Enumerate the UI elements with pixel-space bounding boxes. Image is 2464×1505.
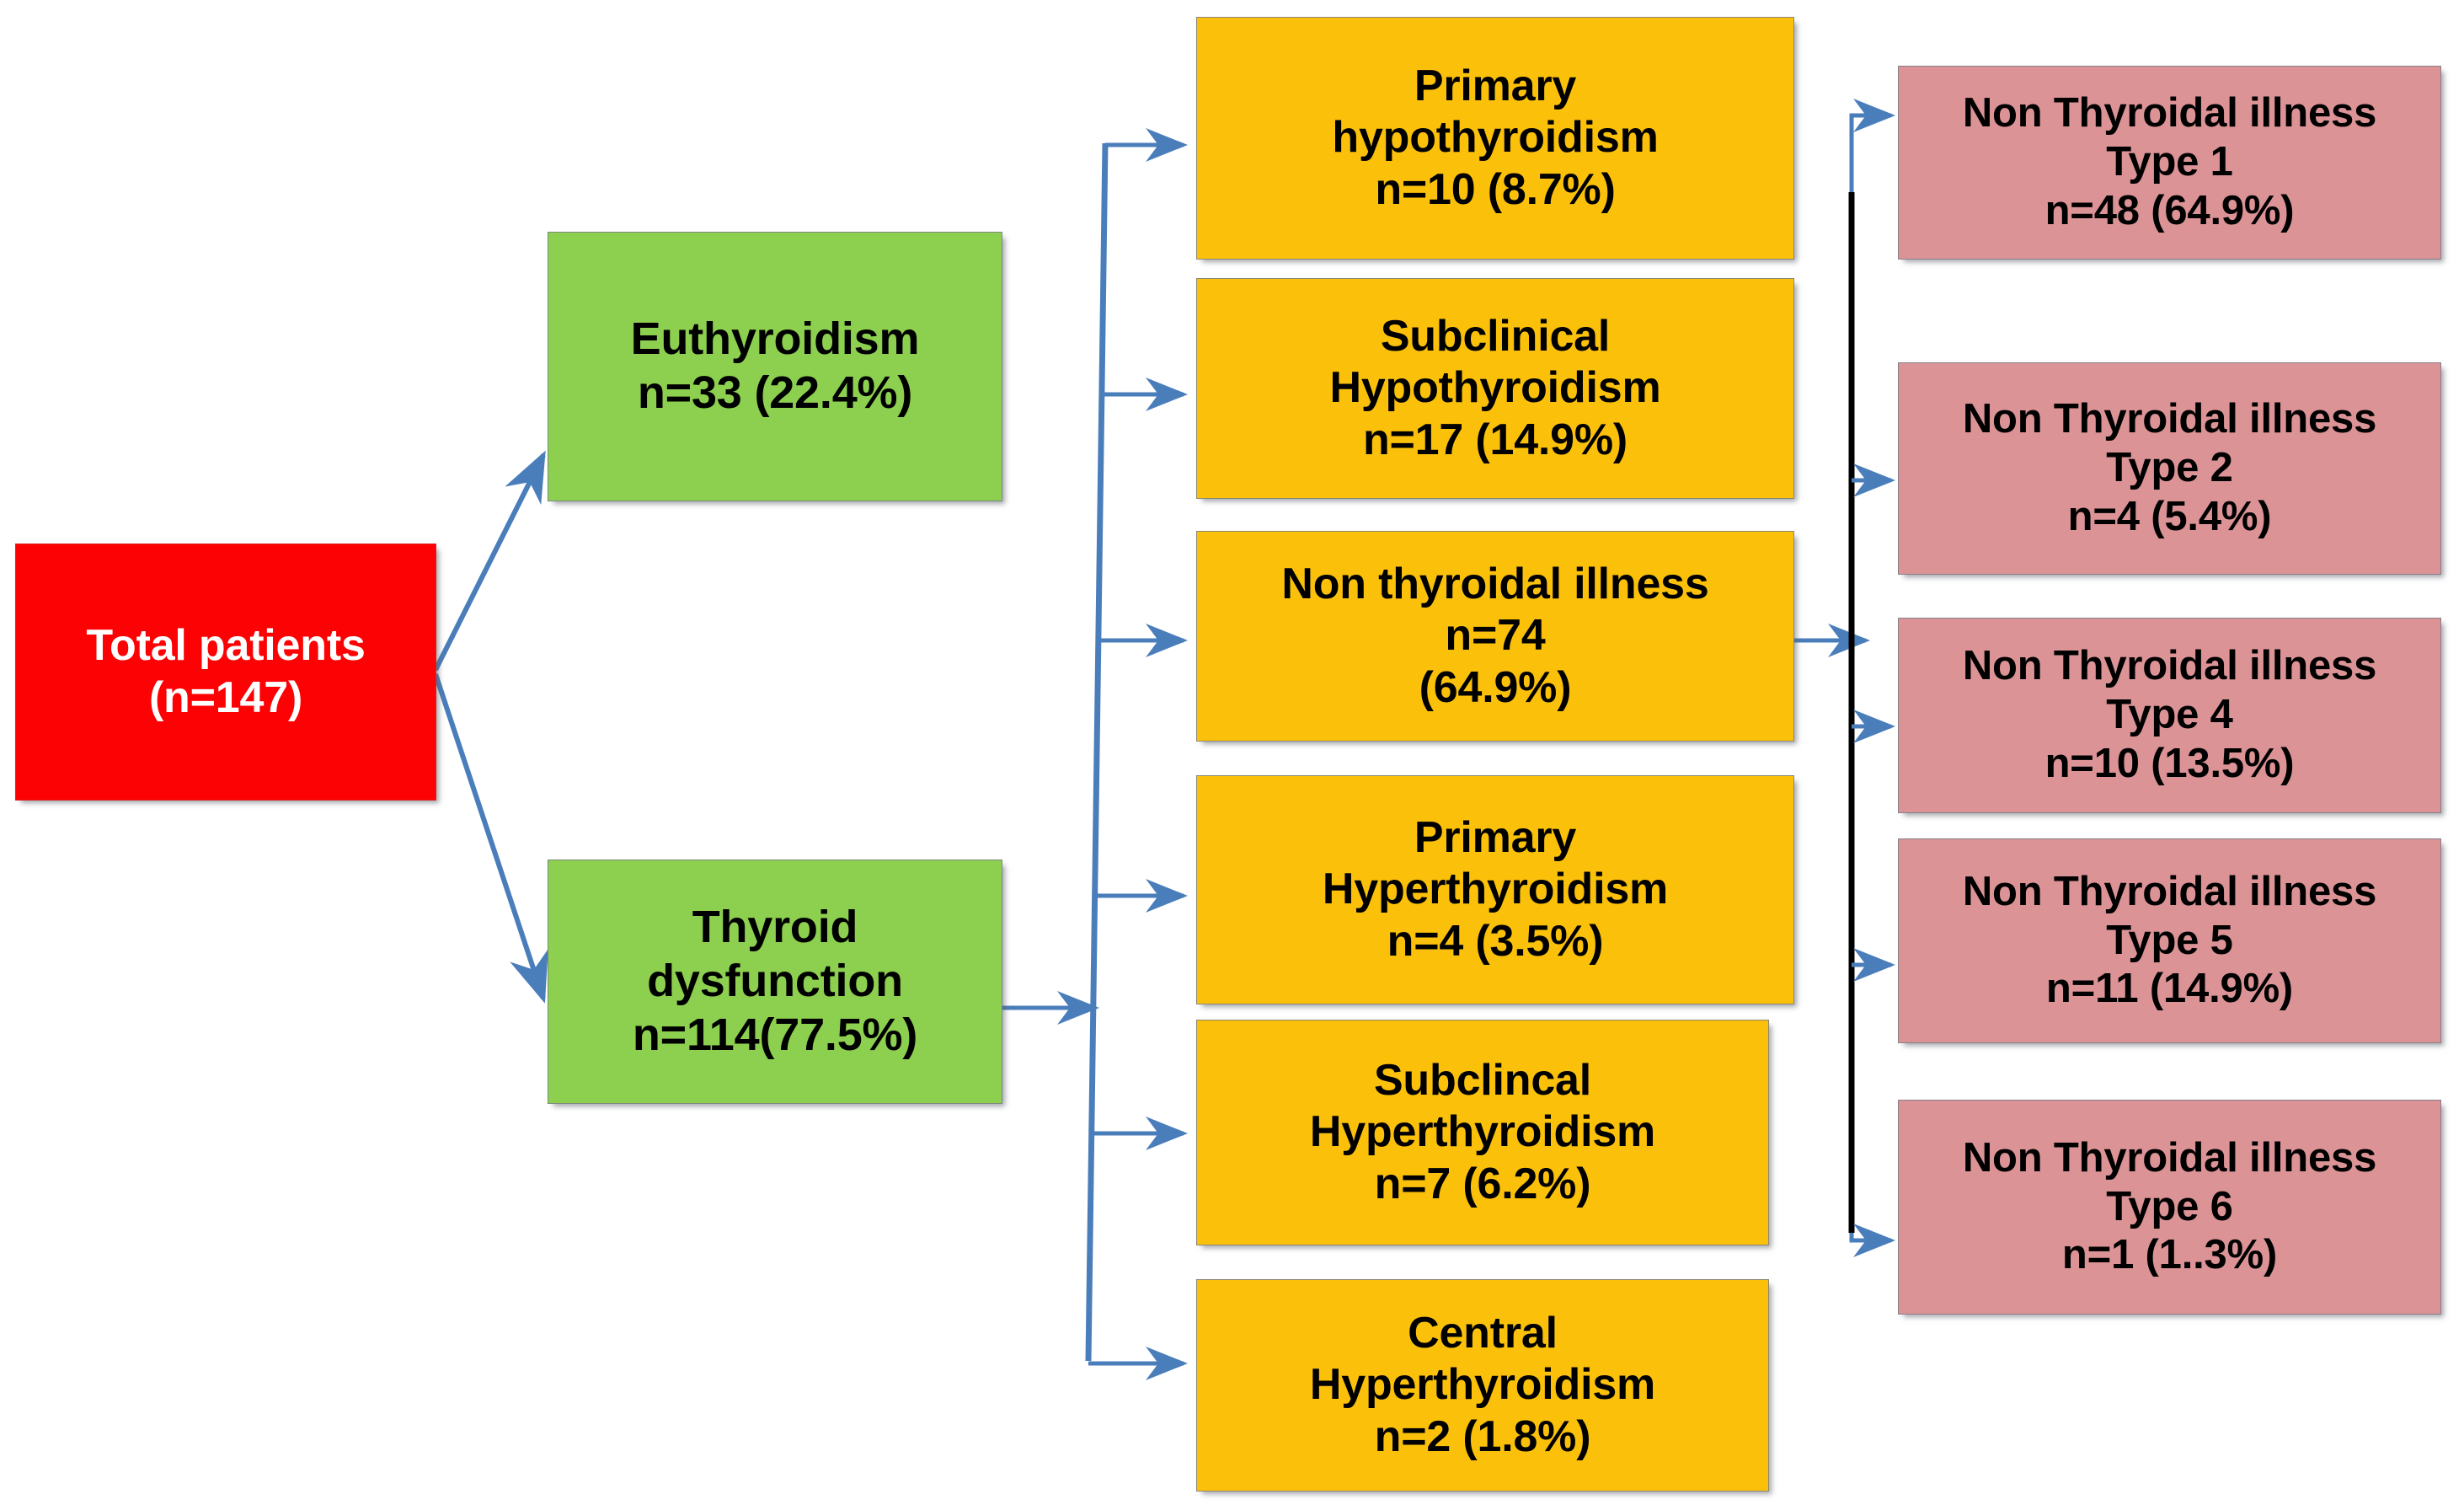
edge-root-to-euthyroidism (433, 450, 546, 672)
node-line: Hypothyroidism (1329, 363, 1661, 413)
node-subclinical-hyperthyroidism[interactable]: Subclincal Hyperthyroidism n=7 (6.2%) (1196, 1020, 1769, 1245)
node-line: n=114(77.5%) (632, 1009, 918, 1060)
node-line: n=10 (13.5%) (2044, 740, 2295, 786)
node-line: n=17 (14.9%) (1362, 415, 1628, 464)
node-line: n=11 (14.9%) (2045, 966, 2294, 1012)
node-line: (n=147) (148, 672, 303, 722)
node-line: n=74 (1445, 611, 1546, 661)
node-line: (64.9%) (1419, 662, 1572, 712)
node-line: n=7 (6.2%) (1374, 1159, 1591, 1208)
node-line: n=33 (22.4%) (637, 367, 913, 418)
node-line: Subclinical (1380, 311, 1611, 361)
node-line: Hyperthyroidism (1322, 865, 1669, 914)
node-line: Subclincal (1373, 1055, 1592, 1105)
node-line: hypothyroidism (1332, 113, 1659, 163)
node-line: Total patients (86, 621, 366, 671)
node-line: n=4 (3.5%) (1387, 916, 1604, 966)
node-line: Non Thyroidal illness (1962, 396, 2377, 442)
node-line: Thyroid (692, 902, 858, 953)
node-line: Primary (1414, 812, 1577, 862)
node-subclinical-hypothyroidism[interactable]: Subclinical Hypothyroidism n=17 (14.9%) (1196, 278, 1794, 499)
trunk-level2 (1085, 142, 1109, 1362)
node-line: n=48 (64.9%) (2044, 187, 2295, 233)
node-line: Euthyroidism (630, 313, 920, 365)
node-total-patients[interactable]: Total patients (n=147) (15, 544, 436, 801)
node-nti-type-4[interactable]: Non Thyroidal illness Type 4 n=10 (13.5%… (1898, 618, 2441, 813)
node-line: Non Thyroidal illness (1962, 1134, 2377, 1181)
node-line: n=10 (8.7%) (1375, 164, 1616, 214)
edge-trunk-to-nti-type-1 (1849, 99, 1895, 192)
node-primary-hypothyroidism[interactable]: Primary hypothyroidism n=10 (8.7%) (1196, 17, 1794, 260)
node-line: Central (1408, 1308, 1558, 1358)
node-line: Type 6 (2106, 1183, 2233, 1229)
node-line: Type 1 (2106, 139, 2233, 185)
edge-root-to-thyroid-dysfunction (433, 673, 548, 1004)
node-line: Type 2 (2106, 445, 2233, 491)
node-line: n=2 (1.8%) (1374, 1411, 1591, 1461)
node-line: Primary (1414, 61, 1577, 110)
node-primary-hyperthyroidism[interactable]: Primary Hyperthyroidism n=4 (3.5%) (1196, 775, 1794, 1004)
node-nti-type-6[interactable]: Non Thyroidal illness Type 6 n=1 (1..3%) (1898, 1100, 2441, 1315)
node-euthyroidism[interactable]: Euthyroidism n=33 (22.4%) (548, 232, 1002, 501)
edge-trunk-to-nti-type-6 (1849, 1224, 1895, 1257)
node-line: dysfunction (647, 956, 903, 1007)
node-non-thyroidal-illness[interactable]: Non thyroidal illness n=74 (64.9%) (1196, 531, 1794, 742)
node-nti-type-2[interactable]: Non Thyroidal illness Type 2 n=4 (5.4%) (1898, 362, 2441, 575)
node-line: Hyperthyroidism (1309, 1360, 1656, 1410)
node-central-hyperthyroidism[interactable]: Central Hyperthyroidism n=2 (1.8%) (1196, 1279, 1769, 1492)
node-nti-type-5[interactable]: Non Thyroidal illness Type 5 n=11 (14.9%… (1898, 838, 2441, 1043)
node-line: Non Thyroidal illness (1962, 868, 2377, 914)
node-thyroid-dysfunction[interactable]: Thyroid dysfunction n=114(77.5%) (548, 860, 1002, 1104)
node-line: Non Thyroidal illness (1962, 90, 2377, 137)
node-line: Non Thyroidal illness (1962, 643, 2377, 689)
node-line: Non thyroidal illness (1281, 559, 1709, 608)
node-line: Type 5 (2106, 917, 2233, 963)
node-line: n=4 (5.4%) (2067, 493, 2272, 539)
node-line: n=1 (1..3%) (2061, 1232, 2278, 1278)
node-line: Type 4 (2106, 692, 2233, 738)
node-nti-type-1[interactable]: Non Thyroidal illness Type 1 n=48 (64.9%… (1898, 66, 2441, 260)
node-line: Hyperthyroidism (1309, 1107, 1656, 1157)
